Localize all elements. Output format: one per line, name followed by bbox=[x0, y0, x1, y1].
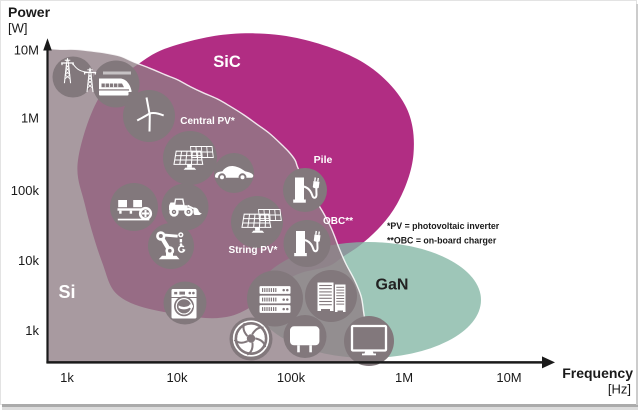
svg-text:GaN: GaN bbox=[376, 277, 409, 294]
svg-text:10k: 10k bbox=[18, 253, 39, 268]
svg-text:Power: Power bbox=[8, 4, 51, 20]
svg-text:100k: 100k bbox=[277, 370, 306, 385]
svg-text:String PV*: String PV* bbox=[229, 245, 278, 256]
svg-text:10k: 10k bbox=[167, 370, 188, 385]
svg-text:100k: 100k bbox=[11, 183, 40, 198]
svg-text:1k: 1k bbox=[25, 323, 39, 338]
svg-text:**OBC = on-board charger: **OBC = on-board charger bbox=[387, 236, 497, 246]
svg-text:SiC: SiC bbox=[213, 53, 241, 71]
svg-text:1M: 1M bbox=[395, 370, 413, 385]
svg-text:OBC**: OBC** bbox=[323, 216, 353, 227]
svg-text:Si: Si bbox=[59, 282, 76, 302]
svg-text:Pile: Pile bbox=[314, 154, 333, 166]
svg-text:10M: 10M bbox=[496, 370, 521, 385]
svg-text:1M: 1M bbox=[21, 111, 39, 126]
svg-text:[Hz]: [Hz] bbox=[608, 382, 631, 397]
svg-text:1k: 1k bbox=[60, 370, 74, 385]
svg-text:Frequency: Frequency bbox=[562, 365, 633, 381]
svg-text:[W]: [W] bbox=[8, 21, 28, 36]
svg-text:*PV = photovoltaic inverter: *PV = photovoltaic inverter bbox=[387, 221, 500, 231]
svg-text:Central PV*: Central PV* bbox=[180, 116, 235, 127]
svg-text:10M: 10M bbox=[14, 43, 39, 58]
